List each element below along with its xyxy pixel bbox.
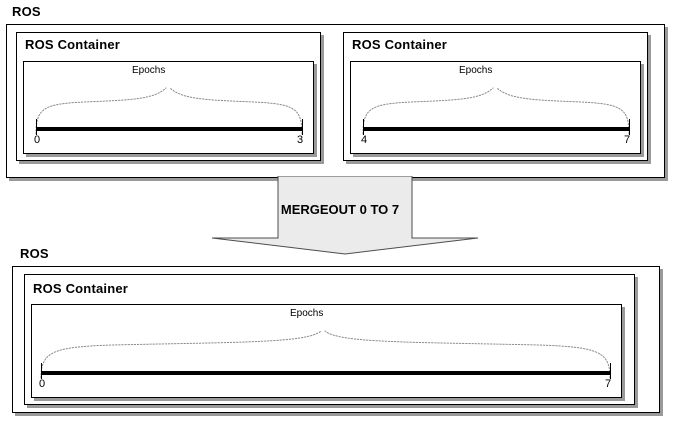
ros-label-bottom: ROS	[20, 246, 49, 261]
tick-label-end: 7	[624, 134, 631, 146]
timeline-axis	[41, 371, 611, 375]
epochs-brace-icon	[35, 87, 303, 135]
tick-label-start: 4	[361, 134, 368, 146]
ros-container-title: ROS Container	[352, 37, 448, 52]
tick-label-start: 0	[34, 134, 41, 146]
tick-label-start: 0	[39, 378, 46, 390]
timeline-axis	[36, 127, 303, 131]
timeline-axis	[363, 127, 630, 131]
timeline-box-top-right: Epochs 4 7	[350, 61, 641, 154]
mergeout-arrow: MERGEOUT 0 TO 7	[195, 176, 485, 258]
ros-container-title: ROS Container	[33, 281, 129, 296]
tick-label-end: 3	[297, 134, 304, 146]
ros-label-top: ROS	[12, 4, 41, 19]
tick-label-end: 7	[605, 378, 612, 390]
timeline-box-top-left: Epochs 0 3	[23, 61, 314, 154]
timeline-box-bottom: Epochs 0 7	[31, 304, 622, 398]
epochs-brace-icon	[362, 87, 630, 135]
epochs-brace-icon	[40, 330, 611, 379]
ros-container-title: ROS Container	[25, 37, 121, 52]
epochs-label: Epochs	[290, 308, 324, 319]
epochs-label: Epochs	[132, 65, 166, 76]
mergeout-label: MERGEOUT 0 TO 7	[280, 202, 400, 217]
epochs-label: Epochs	[459, 65, 493, 76]
